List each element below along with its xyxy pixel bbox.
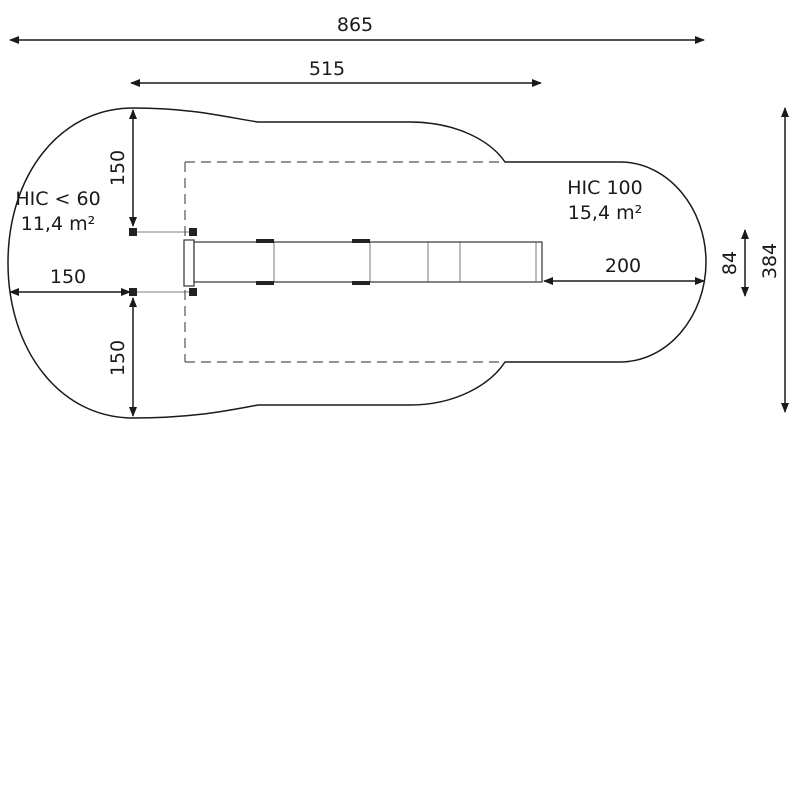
dim-left-bottom-offset: 150 [107,340,129,376]
dim-overall-length: 865 [337,14,373,36]
dim-left-width: 150 [50,266,86,288]
dim-slide-width: 84 [719,251,741,275]
post-icon [129,288,137,296]
zone-left-hic: HIC < 60 [15,188,100,210]
dim-overall-height: 384 [759,243,781,279]
post-icon [189,228,197,236]
zone-right-hic: HIC 100 [567,177,642,199]
dim-right-extension: 200 [605,255,641,277]
dim-inner-length: 515 [309,58,345,80]
zone-right-area: 15,4 m² [568,202,642,224]
post-icon [189,288,197,296]
zone-left-area: 11,4 m² [21,213,95,235]
post-icon [129,228,137,236]
platform [129,228,197,296]
slide [193,239,543,285]
dim-left-top-offset: 150 [107,150,129,186]
